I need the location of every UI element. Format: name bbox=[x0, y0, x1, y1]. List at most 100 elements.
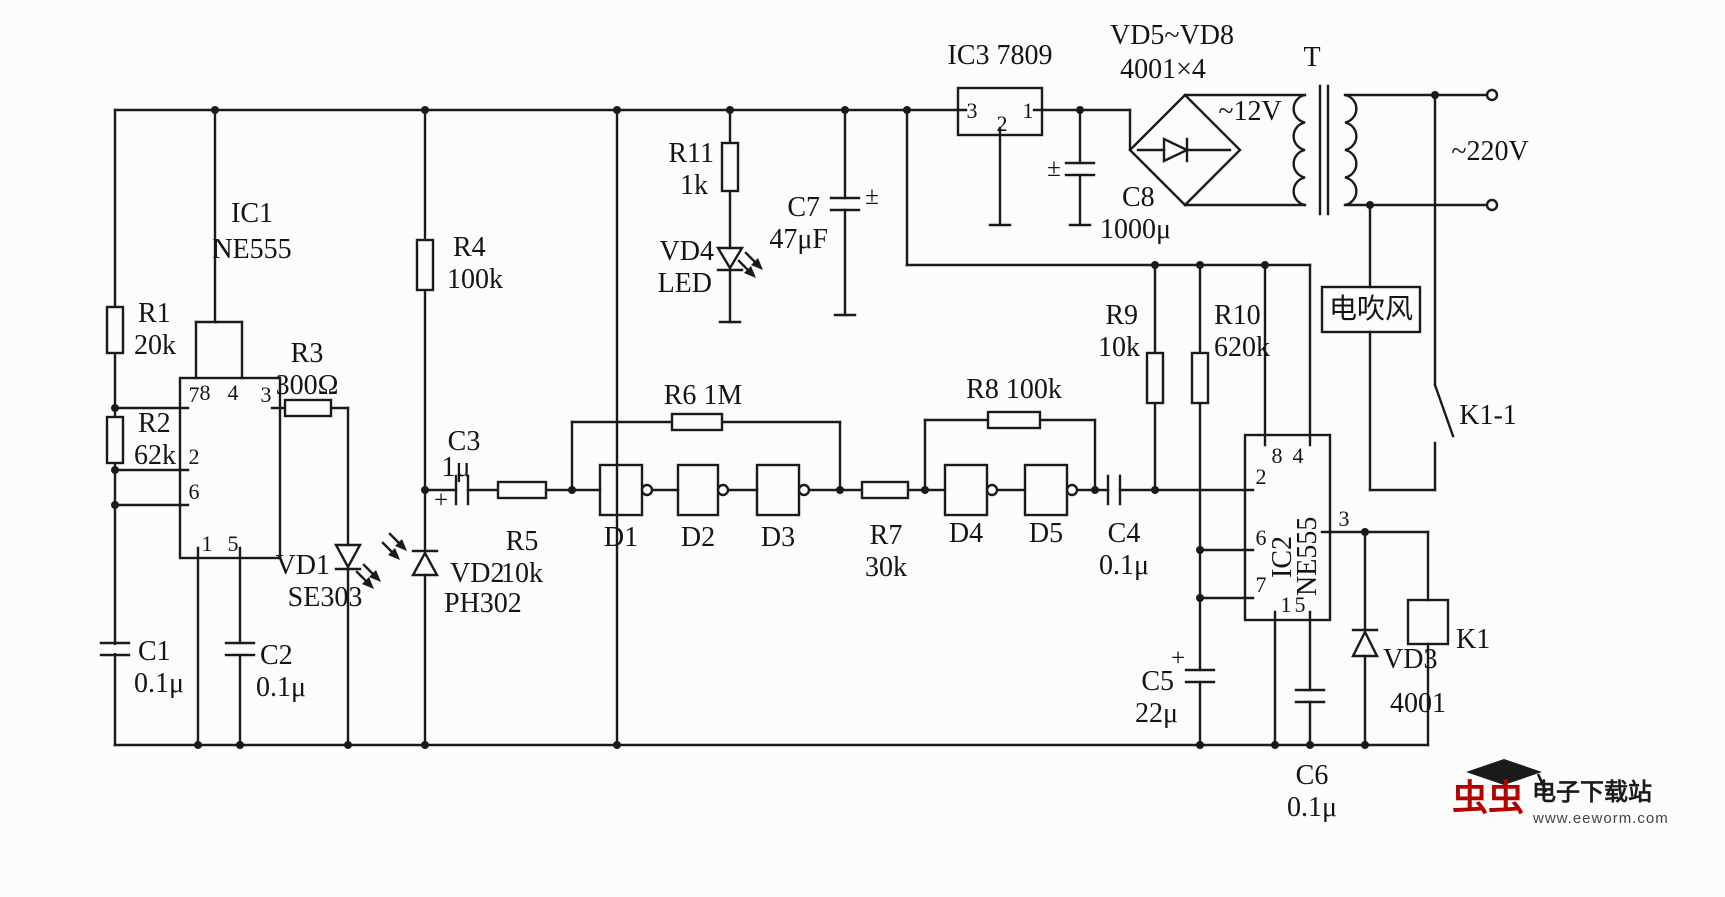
gate-d1-box bbox=[598, 463, 644, 517]
capacitor-symbols bbox=[99, 161, 1326, 704]
c8-polarity-mark: ± bbox=[1047, 155, 1061, 182]
watermark-cap-icon bbox=[1466, 759, 1542, 785]
c2-value: 0.1μ bbox=[256, 672, 306, 703]
hair-dryer-box bbox=[1320, 285, 1422, 334]
ic2-pin4: 4 bbox=[1293, 443, 1304, 468]
r8-label: R8 100k bbox=[966, 374, 1062, 405]
gate-d4-box bbox=[943, 463, 989, 517]
transformer-secondary-coil bbox=[1292, 93, 1306, 207]
ic1-pin8: 8 bbox=[200, 380, 211, 405]
c6-value: 0.1μ bbox=[1287, 792, 1337, 823]
ic2-pin3: 3 bbox=[1339, 506, 1350, 531]
ic2-pin6: 6 bbox=[1256, 525, 1267, 550]
component-boxes bbox=[178, 86, 1450, 646]
ic1-box bbox=[178, 376, 282, 560]
transformer-primary-coil bbox=[1344, 93, 1358, 207]
gate-d3-label: D3 bbox=[761, 522, 795, 553]
ic2-part: NE555 bbox=[1292, 517, 1323, 596]
gate-d5-box bbox=[1023, 463, 1069, 517]
resistor-r4-symbol bbox=[415, 238, 435, 292]
ic3-pin1: 1 bbox=[1023, 98, 1034, 123]
gate-d4-label: D4 bbox=[949, 518, 983, 549]
ic2-pin2: 2 bbox=[1256, 464, 1267, 489]
watermark-site-url: www.eeworm.com bbox=[1532, 810, 1669, 827]
r4-name: R4 bbox=[453, 232, 486, 263]
gate-d1-label: D1 bbox=[604, 522, 638, 553]
resistor-r8-symbol bbox=[986, 410, 1042, 430]
r6-label: R6 1M bbox=[664, 380, 743, 411]
c7-value: 47μF bbox=[769, 224, 828, 255]
ic1-pin5: 5 bbox=[228, 531, 239, 556]
capacitor-c6-symbol bbox=[1294, 688, 1326, 704]
ic1-pin3: 3 bbox=[261, 382, 272, 407]
gate-d1-bubble bbox=[640, 483, 654, 497]
watermark-logo-text: 虫虫 bbox=[1452, 778, 1524, 818]
capacitor-c8-symbol bbox=[1064, 161, 1096, 177]
ic1-name: IC1 bbox=[231, 198, 273, 229]
ic1-pin4: 4 bbox=[228, 380, 239, 405]
r1-name: R1 bbox=[138, 298, 171, 329]
c1-name: C1 bbox=[138, 636, 171, 667]
ic2-box bbox=[1243, 433, 1332, 622]
ic2-name: IC2 bbox=[1267, 536, 1298, 578]
ic2-pin1: 1 bbox=[1281, 592, 1292, 617]
r7-value: 30k bbox=[865, 552, 907, 583]
r5-name: R5 bbox=[506, 526, 539, 557]
watermark: 虫虫 电子下载站 www.eeworm.com bbox=[1452, 759, 1669, 827]
vd1-value: SE303 bbox=[288, 582, 363, 613]
resistor-symbols bbox=[105, 141, 1210, 500]
resistor-r3-symbol bbox=[283, 398, 333, 418]
resistor-r6-symbol bbox=[670, 412, 724, 432]
c4-value: 0.1μ bbox=[1099, 550, 1149, 581]
relay-coil-label: K1 bbox=[1456, 624, 1490, 655]
relay-contact-label: K1-1 bbox=[1459, 400, 1517, 431]
inverter-gates bbox=[598, 463, 1079, 517]
c3-plus-mark: + bbox=[434, 487, 448, 514]
c2-name: C2 bbox=[260, 640, 293, 671]
watermark-site-name: 电子下载站 bbox=[1532, 779, 1652, 806]
r4-value: 100k bbox=[447, 264, 503, 295]
vd2-value: PH302 bbox=[444, 588, 522, 619]
gate-d5-label: D5 bbox=[1029, 518, 1063, 549]
capacitor-c4-symbol bbox=[1106, 474, 1122, 506]
ic1-pin7: 7 bbox=[189, 382, 200, 407]
vd2-photodiode-symbol bbox=[381, 532, 440, 577]
resistor-r1-symbol bbox=[105, 305, 125, 355]
junction-dots bbox=[111, 91, 1439, 749]
c5-value: 22μ bbox=[1135, 698, 1178, 729]
diode-symbols bbox=[333, 246, 1379, 658]
c5-plus-mark: + bbox=[1171, 645, 1185, 672]
r2-name: R2 bbox=[138, 408, 171, 439]
bridge-rectifier-symbol bbox=[1128, 93, 1242, 207]
r3-value: 300Ω bbox=[276, 370, 339, 401]
capacitor-c7-symbol bbox=[829, 196, 861, 212]
hair-dryer-label: 电吹风 bbox=[1329, 293, 1413, 325]
gate-d3-box bbox=[755, 463, 801, 517]
r9-value: 10k bbox=[1098, 332, 1140, 363]
capacitor-c3-symbol bbox=[454, 474, 470, 506]
c8-name: C8 bbox=[1122, 182, 1155, 213]
capacitor-c2-symbol bbox=[224, 641, 256, 657]
ic1-pin6: 6 bbox=[189, 479, 200, 504]
c8-value: 1000μ bbox=[1100, 214, 1171, 245]
ic3-box bbox=[956, 86, 1044, 137]
ic3-label: IC3 7809 bbox=[948, 40, 1053, 71]
c3-value: 1μ bbox=[441, 452, 470, 483]
gate-d2-box bbox=[676, 463, 720, 517]
resistor-r2-symbol bbox=[105, 415, 125, 465]
vd4-name: VD4 bbox=[660, 236, 714, 267]
r11-name: R11 bbox=[668, 138, 714, 169]
ic2-pin5: 5 bbox=[1295, 592, 1306, 617]
c6-name: C6 bbox=[1296, 760, 1329, 791]
vd1-name: VD1 bbox=[276, 550, 330, 581]
r2-value: 62k bbox=[134, 440, 176, 471]
vd1-led-symbol bbox=[333, 543, 381, 589]
resistor-r11-symbol bbox=[720, 141, 740, 193]
ic1-pin2: 2 bbox=[189, 444, 200, 469]
c7-name: C7 bbox=[787, 192, 820, 223]
capacitor-c5-symbol bbox=[1184, 668, 1216, 684]
mains-terminal-top bbox=[1485, 88, 1499, 102]
vd2-name: VD2 bbox=[450, 558, 504, 589]
r7-name: R7 bbox=[870, 520, 903, 551]
